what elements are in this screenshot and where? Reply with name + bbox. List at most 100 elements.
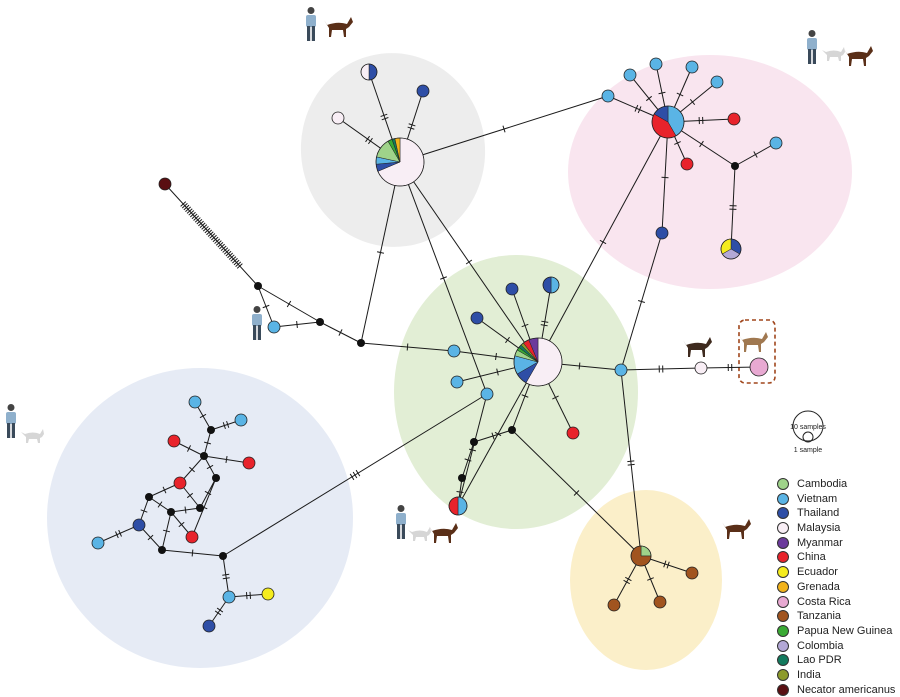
haplotype-node bbox=[602, 90, 614, 102]
haplotype-node bbox=[168, 435, 180, 447]
legend-label: Malaysia bbox=[797, 522, 840, 534]
legend-swatch bbox=[777, 537, 789, 549]
haplotype-circle bbox=[223, 591, 235, 603]
human-shirt bbox=[807, 38, 817, 50]
haplotype-node bbox=[686, 61, 698, 73]
mutation-tick bbox=[350, 474, 354, 480]
legend-swatch bbox=[777, 522, 789, 534]
haplotype-node bbox=[654, 596, 666, 608]
legend-item-thailand: Thailand bbox=[777, 506, 895, 521]
haplotype-node bbox=[681, 158, 693, 170]
host-group-region bbox=[570, 490, 722, 670]
median-vector bbox=[731, 162, 739, 170]
mutation-tick bbox=[627, 461, 634, 462]
haplotype-circle bbox=[451, 376, 463, 388]
haplotype-circle bbox=[615, 364, 627, 376]
mutation-tick bbox=[407, 344, 408, 351]
haplotype-node bbox=[728, 113, 740, 125]
median-vector bbox=[145, 493, 153, 501]
haplotype-node bbox=[721, 239, 741, 259]
dog-icon bbox=[429, 523, 458, 543]
haplotype-node bbox=[361, 64, 377, 80]
haplotype-circle bbox=[686, 567, 698, 579]
dog-icon bbox=[324, 17, 353, 37]
legend-item-papua-new-guinea: Papua New Guinea bbox=[777, 624, 895, 639]
haplotype-circle bbox=[262, 588, 274, 600]
legend-label: Thailand bbox=[797, 507, 839, 519]
haplotype-node bbox=[770, 137, 782, 149]
legend-label: China bbox=[797, 551, 826, 563]
haplotype-circle bbox=[243, 457, 255, 469]
mutation-tick bbox=[287, 301, 291, 307]
legend-item-vietnam: Vietnam bbox=[777, 492, 895, 507]
haplotype-circle bbox=[656, 227, 668, 239]
legend-item-india: India bbox=[777, 668, 895, 683]
legend-label: Papua New Guinea bbox=[797, 625, 892, 637]
dog-icon bbox=[722, 519, 751, 539]
median-vector bbox=[207, 426, 215, 434]
legend-item-malaysia: Malaysia bbox=[777, 521, 895, 536]
cat-icon bbox=[822, 47, 845, 61]
legend-label: Colombia bbox=[797, 640, 843, 652]
haplotype-circle bbox=[711, 76, 723, 88]
haplotype-node bbox=[615, 364, 627, 376]
haplotype-circle bbox=[686, 61, 698, 73]
mutation-tick bbox=[466, 260, 472, 264]
haplotype-node bbox=[567, 427, 579, 439]
legend-item-tanzania: Tanzania bbox=[777, 609, 895, 624]
human-leg bbox=[397, 524, 400, 539]
haplotype-circle bbox=[506, 283, 518, 295]
dog-silhouette bbox=[324, 17, 353, 37]
haplotype-circle bbox=[650, 58, 662, 70]
haplotype-node bbox=[471, 312, 483, 324]
haplotype-node bbox=[608, 599, 620, 611]
haplotype-circle bbox=[608, 599, 620, 611]
cat-silhouette bbox=[822, 47, 845, 61]
dog-silhouette bbox=[722, 519, 751, 539]
haplotype-circle bbox=[770, 137, 782, 149]
haplotype-node bbox=[174, 477, 186, 489]
mutation-tick bbox=[579, 363, 580, 370]
haplotype-node bbox=[750, 358, 768, 376]
haplotype-node bbox=[448, 345, 460, 357]
haplotype-node bbox=[652, 106, 684, 138]
median-vector bbox=[458, 474, 466, 482]
human-icon bbox=[252, 306, 262, 340]
haplotype-circle bbox=[332, 112, 344, 124]
host-groups bbox=[47, 41, 852, 670]
haplotype-circle bbox=[567, 427, 579, 439]
legend-swatch bbox=[777, 507, 789, 519]
legend-item-cambodia: Cambodia bbox=[777, 477, 895, 492]
legend-swatch bbox=[777, 596, 789, 608]
cat-silhouette bbox=[21, 429, 44, 443]
legend-swatch bbox=[777, 654, 789, 666]
human-shirt bbox=[396, 513, 406, 525]
legend-label: Lao PDR bbox=[797, 654, 842, 666]
haplotype-node bbox=[332, 112, 344, 124]
dog-silhouette bbox=[429, 523, 458, 543]
haplotype-node bbox=[223, 591, 235, 603]
dog-silhouette bbox=[844, 46, 873, 66]
median-vector bbox=[167, 508, 175, 516]
sample-size-scale: 10 samples 1 sample bbox=[790, 411, 826, 454]
haplotype-node bbox=[624, 69, 636, 81]
legend-swatch bbox=[777, 684, 789, 696]
haplotype-node bbox=[631, 546, 651, 566]
haplotype-circle bbox=[186, 531, 198, 543]
mutation-tick bbox=[356, 470, 360, 476]
human-shirt bbox=[306, 15, 316, 27]
human-head bbox=[308, 7, 315, 14]
legend-label: Tanzania bbox=[797, 610, 841, 622]
haplotype-node bbox=[243, 457, 255, 469]
human-icon bbox=[396, 505, 406, 539]
haplotype-circle bbox=[481, 388, 493, 400]
scale-label-small: 1 sample bbox=[794, 447, 823, 454]
human-leg bbox=[7, 423, 10, 438]
human-head bbox=[398, 505, 405, 512]
haplotype-circle bbox=[681, 158, 693, 170]
legend-item-grenada: Grenada bbox=[777, 580, 895, 595]
haplotype-circle bbox=[268, 321, 280, 333]
mutation-tick bbox=[353, 472, 357, 478]
legend-swatch bbox=[777, 610, 789, 622]
